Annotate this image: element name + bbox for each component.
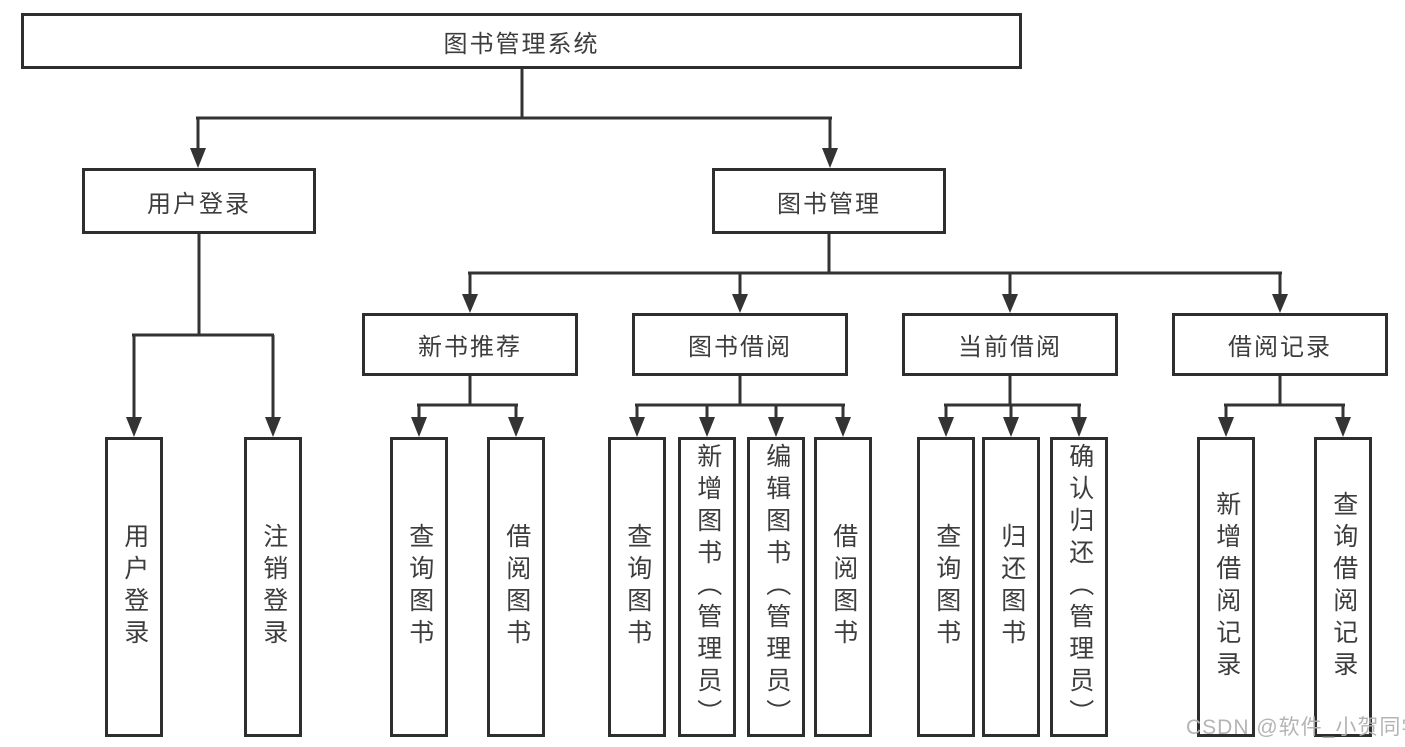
node-new-book-recommend: 新书推荐 — [362, 313, 578, 376]
node-label: 用户登录 — [147, 190, 251, 218]
node-label: 新书推荐 — [418, 334, 522, 361]
leaf-label: 确认归还（管理员） — [1065, 443, 1094, 731]
node-label: 当前借阅 — [958, 334, 1062, 361]
node-borrowing-records: 借阅记录 — [1172, 313, 1388, 376]
leaf-user-login: 用户登录 — [105, 437, 163, 737]
node-user-login-branch: 用户登录 — [82, 168, 316, 234]
node-book-management-branch: 图书管理 — [712, 168, 946, 234]
leaf-label: 查询图书 — [623, 523, 652, 651]
leaf-borrowing-edit-books-admin: 编辑图书（管理员） — [747, 437, 805, 737]
leaf-newbook-borrow-books: 借阅图书 — [487, 437, 545, 737]
leaf-label: 用户登录 — [120, 523, 149, 651]
node-label: 图书管理 — [777, 190, 881, 218]
leaf-label: 借阅图书 — [502, 523, 531, 651]
leaf-label: 查询图书 — [932, 523, 961, 651]
node-book-borrowing: 图书借阅 — [632, 313, 848, 376]
leaf-logout: 注销登录 — [244, 437, 302, 737]
leaf-current-query-books: 查询图书 — [917, 437, 975, 737]
leaf-label: 新增图书（管理员） — [693, 443, 722, 731]
watermark: CSDN @软件_小贺同学 — [1186, 716, 1405, 739]
leaf-borrowing-query-books: 查询图书 — [608, 437, 666, 737]
leaf-borrowing-add-books-admin: 新增图书（管理员） — [678, 437, 736, 737]
leaf-label: 查询借阅记录 — [1329, 491, 1358, 683]
leaf-label: 查询图书 — [405, 523, 434, 651]
leaf-newbook-query-books: 查询图书 — [390, 437, 448, 737]
leaf-current-return-books: 归还图书 — [982, 437, 1040, 737]
leaf-records-add-record: 新增借阅记录 — [1197, 437, 1255, 737]
node-label: 图书借阅 — [688, 334, 792, 361]
leaf-label: 编辑图书（管理员） — [762, 443, 791, 731]
node-label: 借阅记录 — [1228, 334, 1332, 361]
node-current-borrowing: 当前借阅 — [902, 313, 1118, 376]
node-root-system: 图书管理系统 — [21, 13, 1022, 69]
leaf-label: 借阅图书 — [829, 523, 858, 651]
arrowheads — [126, 148, 1351, 437]
leaf-label: 注销登录 — [259, 523, 288, 651]
leaf-current-confirm-return-admin: 确认归还（管理员） — [1050, 437, 1108, 737]
node-label: 图书管理系统 — [443, 30, 600, 58]
leaf-records-query-record: 查询借阅记录 — [1314, 437, 1372, 737]
leaf-borrowing-borrow-books: 借阅图书 — [814, 437, 872, 737]
leaf-label: 归还图书 — [997, 523, 1026, 651]
leaf-label: 新增借阅记录 — [1212, 491, 1241, 683]
